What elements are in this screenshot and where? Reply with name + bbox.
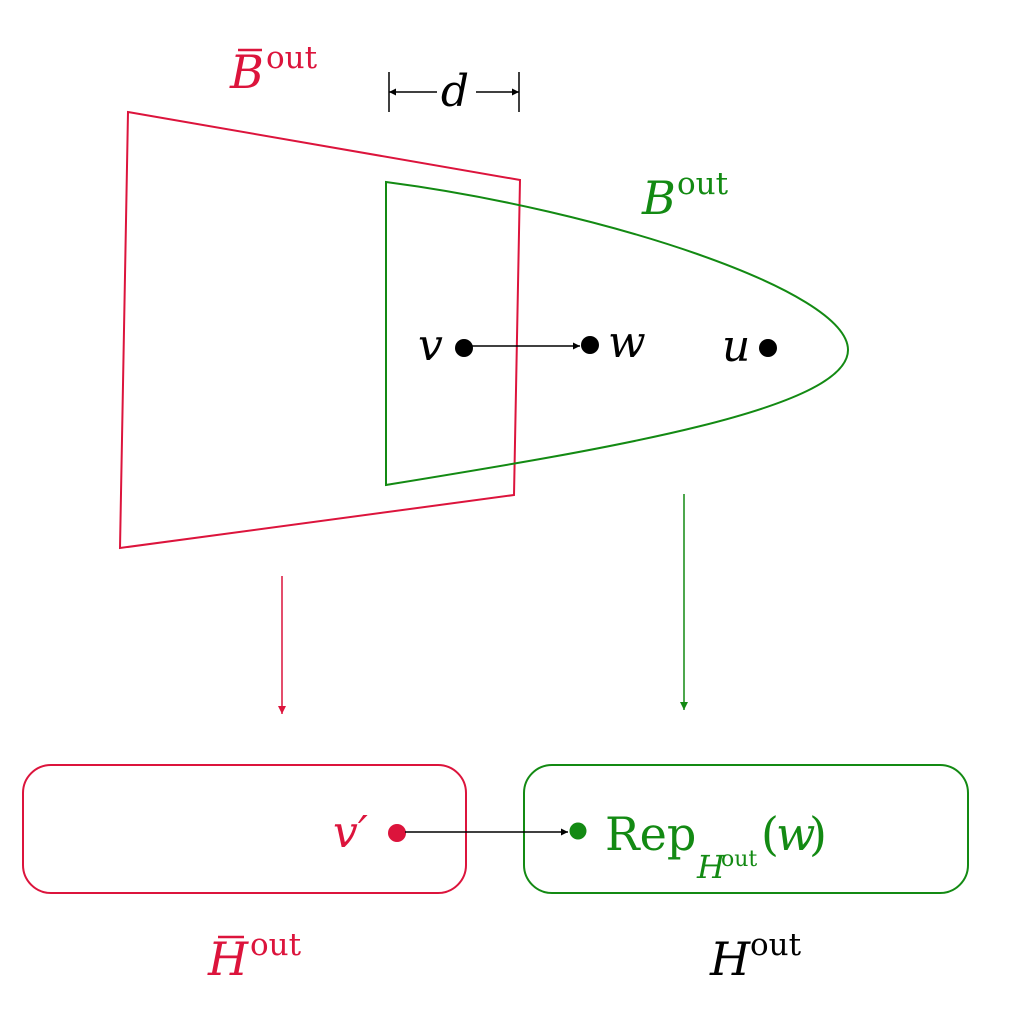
h-bar-out-box (22, 764, 467, 894)
b-out-label: B out (641, 166, 729, 225)
b-base: B (641, 171, 676, 225)
vertex-v-prime (388, 824, 406, 842)
b-bar-out-label: B out (229, 40, 318, 99)
vertex-w-label: w (608, 317, 646, 368)
b-bar-out-region (118, 110, 522, 550)
vertex-v-label: v (418, 320, 443, 371)
d-label: d (441, 66, 469, 117)
rep-sub-sup: out (721, 847, 757, 872)
h-base: H (709, 932, 751, 986)
rep-label: Rep H out ( w ) (605, 807, 827, 886)
rep-open-paren: ( (761, 807, 779, 861)
h-out-label: H out (709, 927, 802, 986)
vertex-v (455, 339, 473, 357)
b-bar-base: B (229, 45, 264, 99)
h-out-box (523, 764, 969, 894)
vertex-u (759, 339, 777, 357)
vertex-u-label: u (722, 321, 750, 372)
b-bar-sup: out (266, 40, 318, 76)
h-bar-sup: out (250, 927, 302, 963)
rep-close-paren: ) (809, 807, 827, 861)
rep-arg: w (776, 807, 815, 861)
b-sup: out (677, 166, 729, 202)
h-bar-base: H (207, 932, 249, 986)
rep-text: Rep (605, 807, 696, 861)
vertex-v-prime-label: v′ (333, 807, 368, 858)
vertex-rep (569, 822, 587, 840)
h-bar-out-label: H out (207, 927, 302, 986)
d-dimension (388, 72, 520, 112)
b-out-region (385, 180, 850, 487)
vertex-w (581, 336, 599, 354)
h-sup: out (750, 927, 802, 963)
rep-sub-base: H (696, 848, 726, 886)
